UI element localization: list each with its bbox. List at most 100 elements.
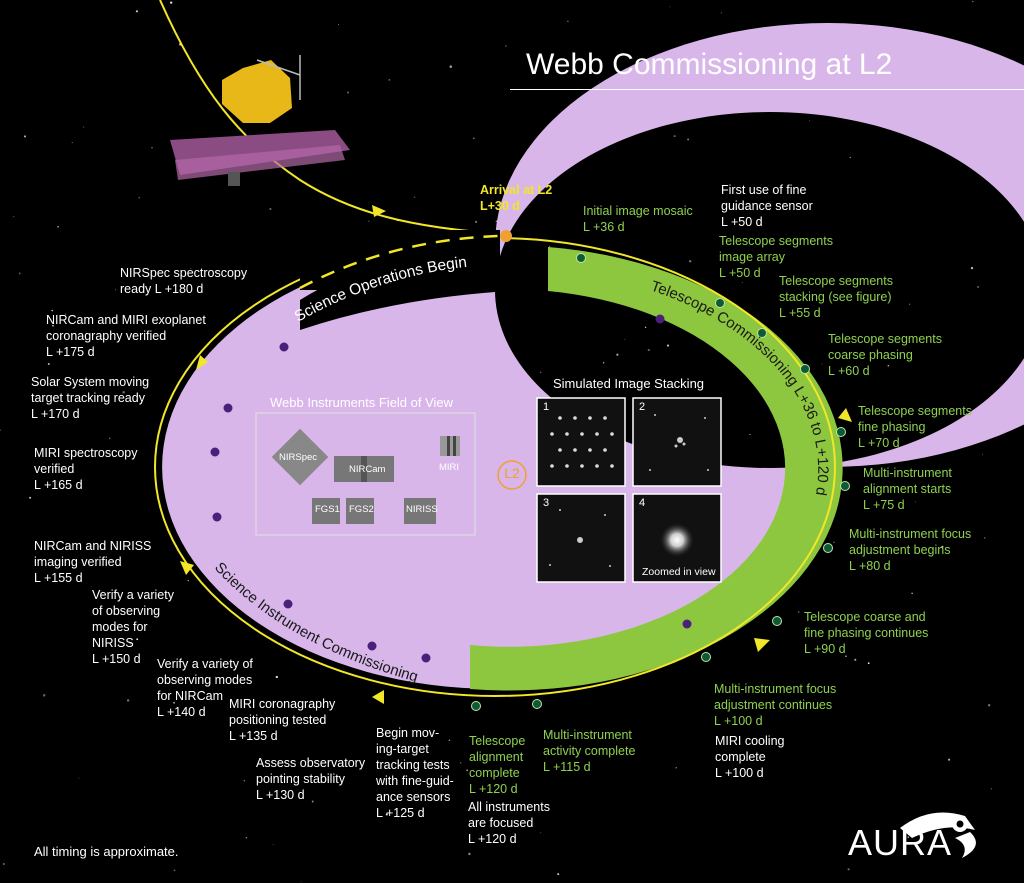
star [347, 91, 350, 94]
milestone-moving-target-ready: Solar System moving target tracking read… [31, 375, 150, 421]
star [624, 338, 626, 340]
star [47, 362, 50, 366]
star [23, 135, 27, 138]
star [854, 658, 857, 661]
segment-spot [550, 464, 554, 468]
star [172, 32, 174, 34]
page-title: Webb Commissioning at L2 [526, 48, 893, 81]
panel-number: 1 [543, 401, 550, 413]
orbit-arrow-icon [196, 355, 208, 370]
milestone-activity-complete: Multi-instrument activity complete L +11… [543, 728, 636, 774]
star [847, 868, 850, 871]
milestone-miri-coronagraphy: MIRI coronagraphy positioning tested L +… [229, 697, 336, 743]
star [51, 309, 53, 312]
panel3-spots [549, 509, 611, 567]
star [505, 45, 507, 47]
star [915, 501, 917, 503]
star [941, 545, 944, 548]
segment-spot [588, 416, 592, 420]
niriss-shape [404, 498, 436, 524]
star [741, 282, 743, 283]
green-dots [471, 253, 850, 711]
star [301, 881, 302, 883]
star [122, 391, 125, 394]
niriss-label: NIRISS [406, 504, 438, 515]
orbit-arrow-icon [838, 408, 852, 422]
milestone-nircam-modes: Verify a variety of observing modes for … [157, 657, 253, 719]
star [749, 433, 751, 436]
star [720, 12, 722, 14]
star [629, 380, 631, 382]
segment-spot [558, 416, 562, 420]
star [129, 642, 132, 645]
panel-number: 3 [543, 497, 550, 509]
star [413, 196, 416, 198]
star [83, 126, 85, 128]
segment-spot [580, 464, 584, 468]
webb-telescope-icon [170, 55, 350, 186]
segment-spot [550, 432, 554, 436]
fov-title: Webb Instruments Field of View [270, 395, 454, 410]
timing-footnote: All timing is approximate. [34, 844, 179, 859]
star [644, 326, 647, 328]
milestone-fine-guidance: First use of fine guidance sensor L +50 … [721, 183, 813, 229]
star [338, 23, 339, 25]
star [859, 841, 862, 844]
star [540, 832, 542, 834]
miri-label: MIRI [439, 462, 460, 473]
star [449, 65, 453, 68]
star [135, 10, 138, 13]
star [245, 837, 247, 839]
milestone-imaging-verified: NIRCam and NIRISS imaging verified L +15… [34, 539, 152, 585]
star [170, 1, 173, 4]
star [57, 225, 59, 228]
stacking-title: Simulated Image Stacking [553, 376, 705, 391]
star [385, 813, 388, 816]
segment-spot [558, 448, 562, 452]
milestone-initial-mosaic: Initial image mosaic L +36 d [583, 204, 693, 234]
star [982, 453, 983, 455]
star [52, 324, 54, 327]
star [990, 788, 993, 790]
star [272, 844, 274, 845]
star [849, 156, 851, 159]
star [187, 579, 189, 582]
zoom-caption: Zoomed in view [642, 566, 716, 578]
star [567, 20, 569, 22]
star [548, 245, 551, 248]
star [845, 655, 847, 658]
arrival-point [500, 230, 512, 242]
segment-spot [580, 432, 584, 436]
milestone-pointing-stability: Assess observatory pointing stability L … [256, 756, 366, 802]
star [472, 137, 475, 140]
milestone-segments-stacking: Telescope segments stacking (see figure)… [779, 274, 893, 320]
star [602, 362, 605, 364]
star [987, 704, 991, 707]
star [448, 739, 451, 742]
l2-marker [497, 460, 527, 490]
star [948, 758, 951, 761]
star [13, 216, 15, 218]
milestone-exoplanet-coronagraphy: NIRCam and MIRI exoplanet coronagraphy v… [46, 313, 206, 359]
aura-logo-mark [900, 812, 976, 858]
trajectory-arrow-icon [372, 205, 386, 217]
milestone-fine-phasing: Telescope segments fine phasing L +70 d [858, 404, 972, 450]
star [557, 873, 560, 876]
fov-box [255, 412, 476, 536]
segment-spot [610, 432, 614, 436]
star [798, 611, 800, 613]
star [666, 344, 670, 347]
segment-spot [603, 416, 607, 420]
star [821, 363, 823, 365]
star [984, 537, 986, 539]
star [173, 701, 176, 704]
star [495, 220, 498, 223]
orbit-arrow-icon [372, 690, 384, 704]
milestone-focus-begins: Multi-instrument focus adjustment begins… [849, 527, 972, 573]
segment-spot [595, 464, 599, 468]
segment-spot [588, 448, 592, 452]
star [687, 138, 689, 141]
star [29, 496, 32, 499]
star [319, 720, 321, 723]
